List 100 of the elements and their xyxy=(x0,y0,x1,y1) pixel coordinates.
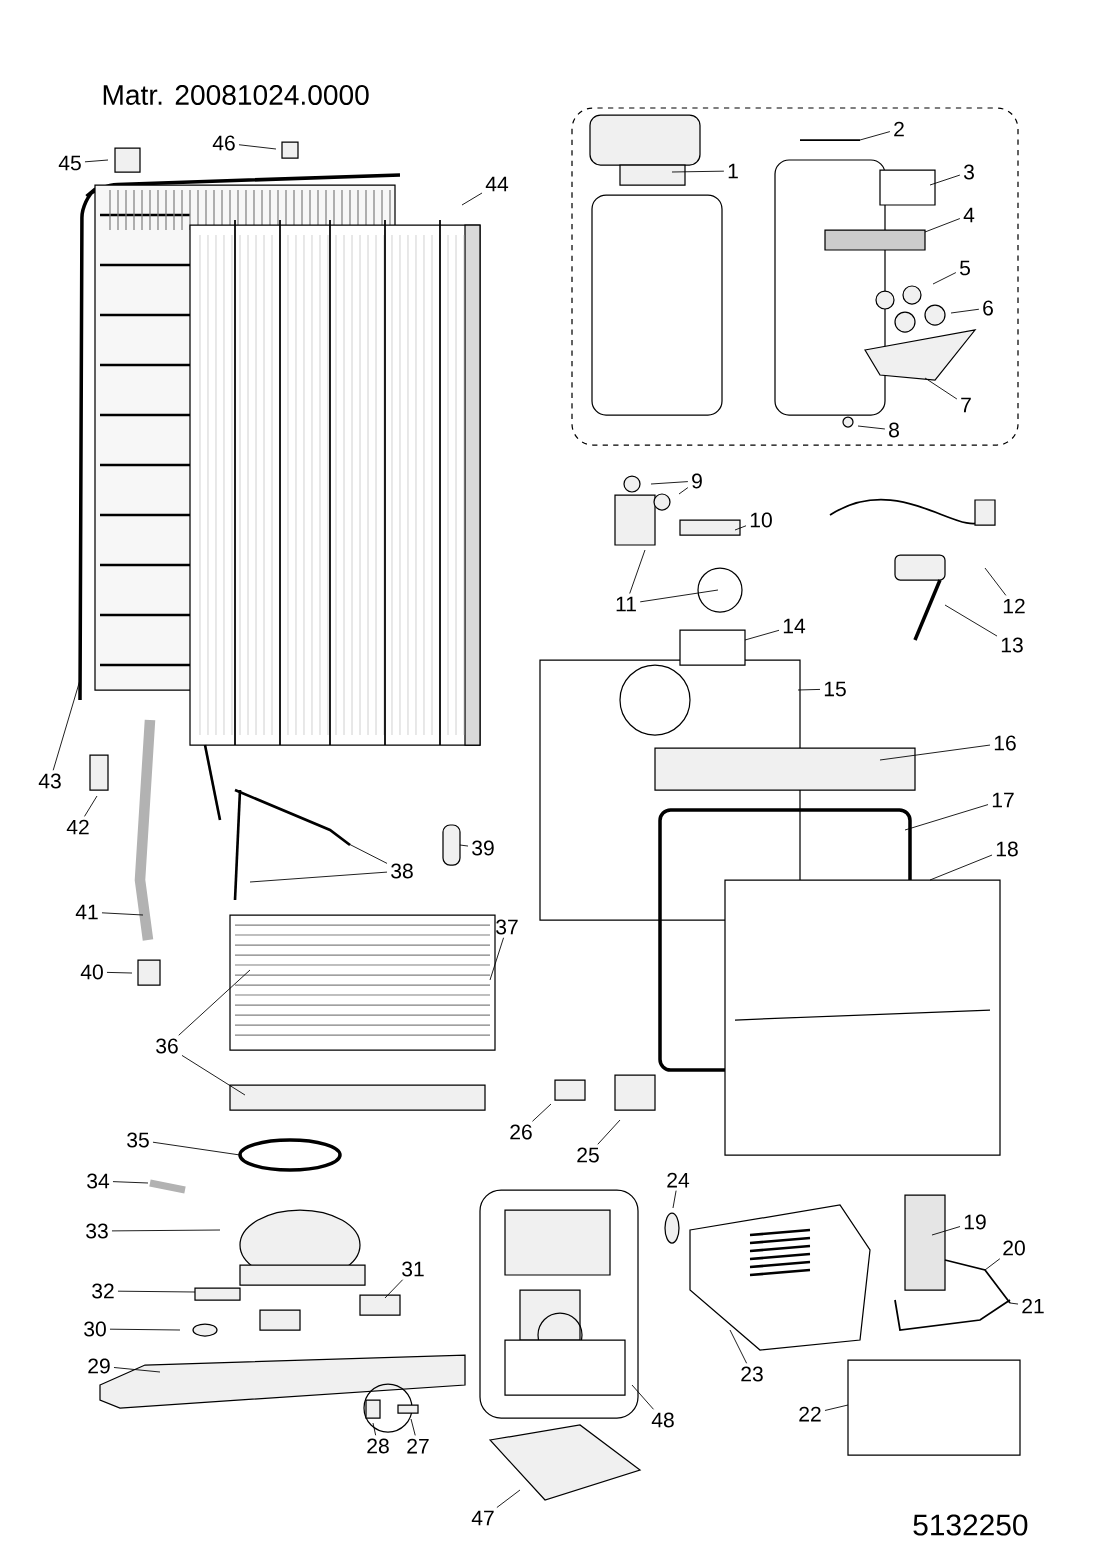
leader-line xyxy=(929,174,961,186)
leader-line xyxy=(113,1367,161,1373)
leader-line xyxy=(152,1141,241,1156)
leader-line xyxy=(459,844,469,847)
callout-number: 24 xyxy=(667,1172,690,1188)
leader-line xyxy=(111,1229,221,1232)
callout-number: 16 xyxy=(994,735,1016,751)
leader-line xyxy=(924,218,961,233)
title: Matr. 20081024.0000 xyxy=(103,85,369,105)
callout-number: 28 xyxy=(367,1438,389,1454)
callout-number: 10 xyxy=(750,512,772,528)
leader-line xyxy=(384,1279,404,1299)
callout-number: 17 xyxy=(992,792,1014,808)
leader-line xyxy=(744,629,780,641)
callout-number: 8 xyxy=(889,422,899,438)
callout-number: 31 xyxy=(402,1261,424,1277)
leader-line xyxy=(112,1181,149,1184)
callout-number: 42 xyxy=(66,819,89,835)
drawing-number: 5132250 xyxy=(913,1514,1028,1536)
callout-number: 14 xyxy=(783,618,806,634)
callout-number: 39 xyxy=(472,840,494,856)
callout-number: 4 xyxy=(963,207,975,223)
callout-number: 46 xyxy=(212,135,235,151)
leader-line xyxy=(931,1226,961,1236)
callout-number: 35 xyxy=(127,1132,149,1148)
leader-line xyxy=(631,1384,654,1410)
callout-number: 5 xyxy=(960,260,970,276)
callout-number: 13 xyxy=(1001,637,1023,653)
leader-line xyxy=(101,912,144,916)
callout-number: 23 xyxy=(741,1366,763,1382)
leader-line xyxy=(650,481,689,485)
callout-number: 25 xyxy=(577,1147,599,1163)
leader-line xyxy=(629,549,646,594)
leader-line xyxy=(1009,1302,1019,1305)
leader-line xyxy=(489,937,504,981)
callout-number: 2 xyxy=(894,121,904,137)
callout-number: 40 xyxy=(80,964,103,980)
callout-number: 33 xyxy=(86,1223,108,1239)
leader-line xyxy=(109,1328,181,1331)
leader-line xyxy=(729,1329,748,1364)
leader-line xyxy=(904,804,989,831)
leader-line xyxy=(734,525,747,531)
leader-line xyxy=(117,1290,196,1293)
leader-line xyxy=(950,308,980,314)
leader-line xyxy=(106,971,133,974)
callout-number: 43 xyxy=(38,773,61,789)
leader-line xyxy=(678,487,689,495)
leader-line xyxy=(797,688,821,691)
leader-line xyxy=(929,854,993,881)
callout-number: 22 xyxy=(799,1406,821,1422)
callout-number: 47 xyxy=(471,1510,494,1526)
callout-number: 21 xyxy=(1022,1298,1044,1314)
leader-line xyxy=(461,192,483,206)
callout-number: 38 xyxy=(391,863,413,879)
leader-line xyxy=(249,871,388,883)
callout-number: 1 xyxy=(728,163,738,179)
callout-number: 48 xyxy=(651,1412,674,1428)
leader-line xyxy=(924,377,958,400)
leader-line xyxy=(879,744,991,761)
leader-line xyxy=(944,604,998,637)
leader-line xyxy=(672,1190,677,1209)
leader-line xyxy=(532,1103,552,1122)
callout-number: 11 xyxy=(616,596,636,612)
leader-line xyxy=(410,1418,416,1436)
leader-line xyxy=(597,1119,621,1145)
callout-number: 37 xyxy=(496,919,518,935)
leader-line xyxy=(984,1258,1001,1271)
leader-line xyxy=(857,425,886,430)
leader-line xyxy=(84,795,98,817)
callout-number: 29 xyxy=(88,1358,110,1374)
leader-line xyxy=(496,1489,521,1508)
leader-line xyxy=(984,567,1007,596)
leader-line xyxy=(178,969,251,1036)
callout-number: 41 xyxy=(75,904,98,920)
leader-line xyxy=(181,1055,246,1096)
callout-number: 12 xyxy=(1003,598,1025,614)
callout-number: 18 xyxy=(996,841,1018,857)
leader-line xyxy=(52,679,81,771)
callout-number: 27 xyxy=(407,1438,429,1454)
callout-number: 6 xyxy=(983,300,993,316)
callout-number: 45 xyxy=(58,155,81,171)
leader-line xyxy=(84,159,109,163)
callout-number: 30 xyxy=(84,1321,106,1337)
leader-line xyxy=(238,144,277,150)
callout-number: 9 xyxy=(692,473,702,489)
callout-number: 34 xyxy=(87,1173,110,1189)
callout-number: 15 xyxy=(824,681,846,697)
callout-number: 32 xyxy=(92,1283,114,1299)
leader-line xyxy=(824,1404,849,1411)
leader-line xyxy=(932,272,957,285)
leader-line xyxy=(671,170,725,173)
callout-number: 44 xyxy=(485,176,509,192)
leader-line xyxy=(344,841,388,864)
leader-line xyxy=(859,131,891,141)
callout-number: 20 xyxy=(1003,1240,1025,1256)
leader-line xyxy=(372,1422,377,1436)
callout-number: 26 xyxy=(510,1124,532,1140)
callout-number: 7 xyxy=(961,397,971,413)
callout-number: 3 xyxy=(963,164,974,180)
callout-number: 36 xyxy=(156,1038,178,1054)
